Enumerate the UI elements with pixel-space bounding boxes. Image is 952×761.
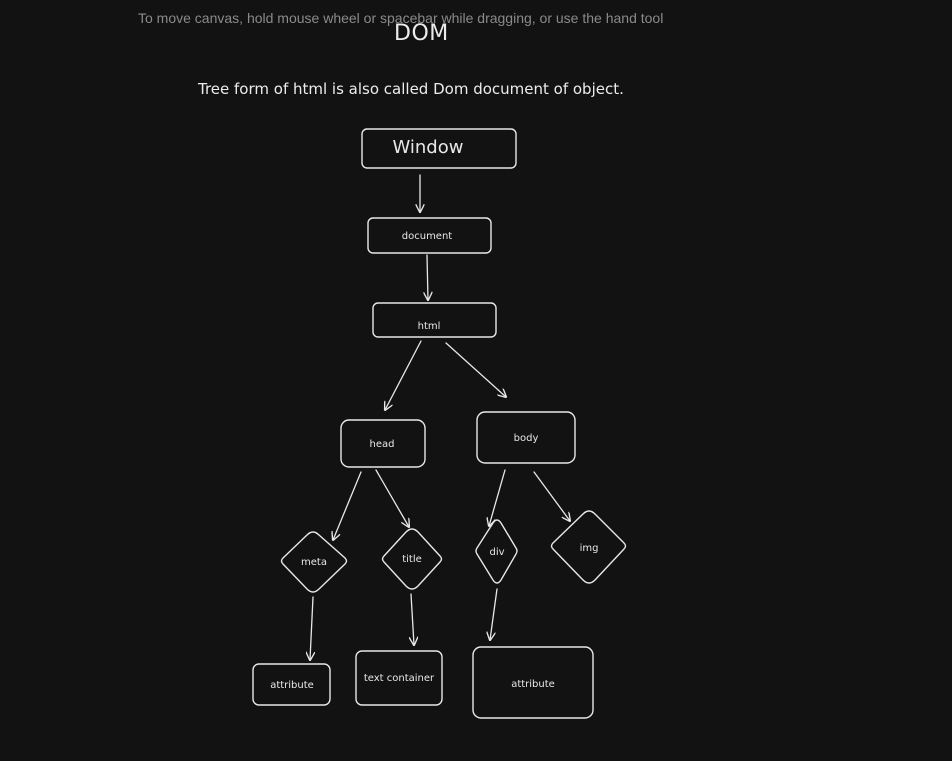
node-window-label: Window [393,137,464,158]
edge-document-html [427,254,428,300]
node-img-box [550,510,627,584]
node-meta-box [280,531,348,593]
diagram-title: DOM [394,21,449,46]
node-body-label: body [514,433,539,444]
node-title[interactable]: title [381,528,443,590]
diagram-subtitle: Tree form of html is also called Dom doc… [198,80,624,98]
node-div-attribute-box [472,646,594,719]
node-img-label: img [580,543,599,554]
node-window[interactable]: Window [361,128,517,169]
node-title-box [381,528,443,590]
node-body[interactable]: body [476,411,576,464]
edge-meta-attribute [310,596,313,660]
node-body-box [476,411,576,464]
node-document-box [367,217,492,254]
node-head-box [340,419,426,468]
node-img[interactable]: img [550,510,627,584]
node-meta-attribute-label: attribute [270,680,314,691]
edge-title-text-container [411,593,414,645]
node-meta-label: meta [301,557,327,568]
edge-body-div [489,469,506,526]
node-text-container-box [355,650,443,706]
node-meta-attribute-box [252,663,331,706]
node-div-attribute-label: attribute [511,679,555,690]
node-head-label: head [370,439,395,450]
edge-html-body [445,342,506,397]
edge-html-head [385,340,422,410]
node-head[interactable]: head [340,419,426,468]
edge-head-meta [333,471,362,540]
node-meta[interactable]: meta [280,531,348,593]
canvas-hint: To move canvas, hold mouse wheel or spac… [138,10,664,26]
node-text-container-label: text container [364,673,435,684]
node-meta-attribute[interactable]: attribute [252,663,331,706]
node-html[interactable]: html [372,302,497,338]
edge-body-img [533,471,570,521]
node-window-box [361,128,517,169]
node-html-box [372,302,497,338]
node-div-box [475,519,518,584]
node-document[interactable]: document [367,217,492,254]
node-div[interactable]: div [475,519,518,584]
node-text-container[interactable]: text container [355,650,443,706]
node-div-attribute[interactable]: attribute [472,646,594,719]
edge-head-title [375,469,409,527]
edge-div-attribute [490,588,498,640]
node-title-label: title [402,554,422,565]
node-document-label: document [402,231,453,242]
node-html-label: html [418,321,441,332]
node-div-label: div [489,547,504,558]
